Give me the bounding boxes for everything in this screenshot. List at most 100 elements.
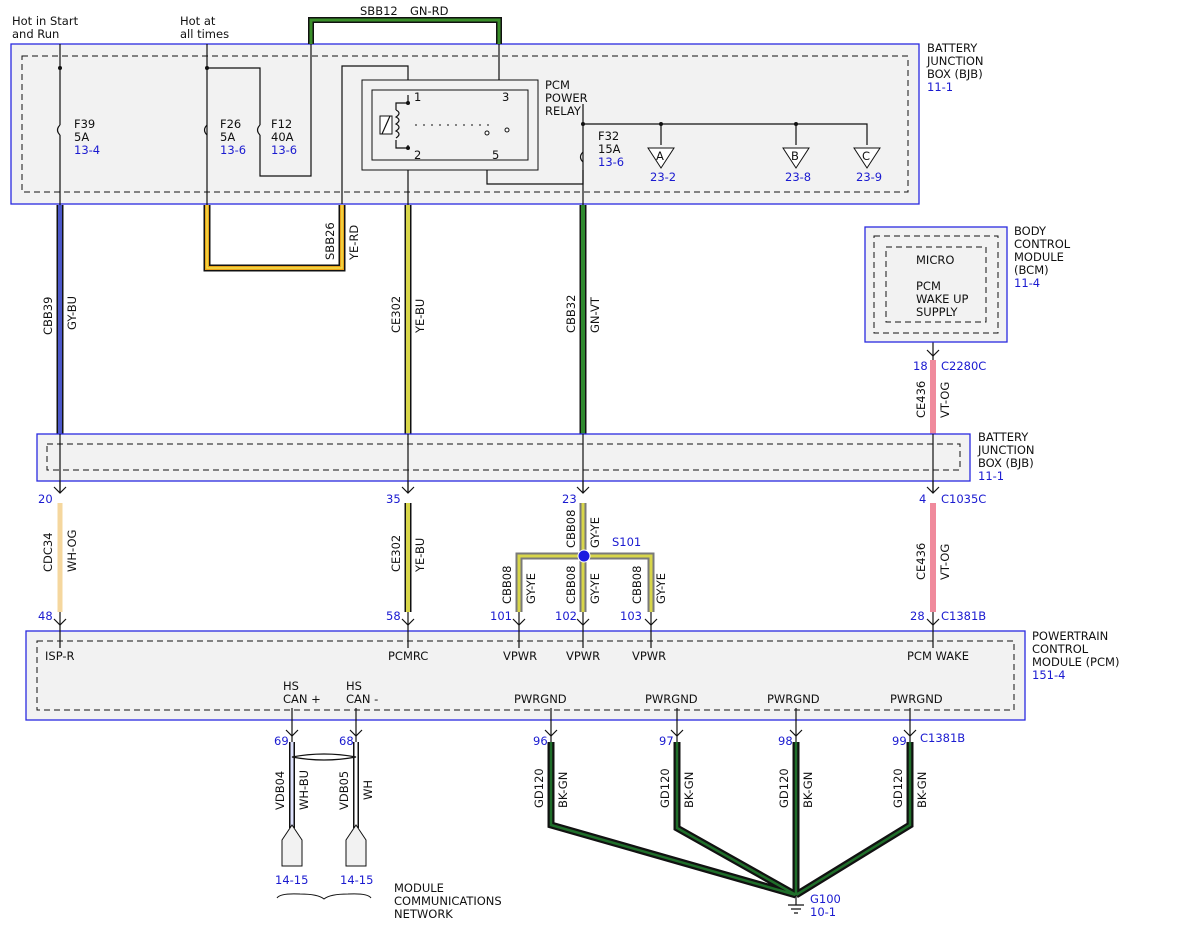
fuse-f12-id: F12 [271,117,292,131]
bcm-supply: SUPPLY [916,305,958,319]
gd120-3-circuit: GD120 [777,768,791,808]
wire-can-pair [289,742,359,828]
pcm-label-pwrgnd-4: PWRGND [890,692,943,706]
fuse-f39-amps: 5A [74,130,89,144]
bcm-pin-arrow-icon [926,349,940,357]
fuse-f12-ref: 13-6 [271,143,297,157]
network-label-2: COMMUNICATIONS [394,894,502,908]
bjb-mid-name-1: BATTERY [978,430,1029,444]
cbb08-left-color: GY-YE [524,573,538,604]
bjb-mid-pin-23: 23 [562,492,577,506]
pcm-label-can-plus: CAN + [283,692,321,706]
fuse-f39-icon [56,124,61,136]
connector-c-icon [853,147,881,169]
can-plus-terminal-icon [281,824,303,867]
bjb-top-name-3: BOX (BJB) [927,67,983,81]
pcm-label-can-minus: CAN - [346,692,378,706]
splice-s101-label: S101 [612,535,641,549]
pcm-pin-99: 99 [892,734,907,748]
pcm-label-vpwr-3: VPWR [632,649,666,663]
sbb12-color: GN-RD [410,4,449,18]
ground-id: G100 [810,892,841,906]
cbb08-top-circuit: CBB08 [564,510,578,548]
bjb-mid-name-2: JUNCTION [977,443,1035,457]
bjb-top-name-2: JUNCTION [926,54,984,68]
hot-start-run-line2: and Run [12,27,59,41]
network-brace-icon [276,893,372,900]
pcm-label-vpwr-2: VPWR [566,649,600,663]
pcm-name-1: POWERTRAIN [1032,629,1108,643]
bcm-ref: 11-4 [1014,276,1040,290]
pcm-ref: 151-4 [1032,668,1065,682]
fuse-f39-ref: 13-4 [74,143,100,157]
relay-pin-2: 2 [414,148,421,162]
ce302-upper-color: YE-BU [413,299,427,334]
gd120-2-circuit: GD120 [658,768,672,808]
pcm-pin-98: 98 [778,734,793,748]
bjb-mid-connector: C1035C [941,492,986,506]
connector-b-letter: B [791,149,799,163]
cbb39-color: GY-BU [65,296,79,330]
bcm-micro: MICRO [916,253,954,267]
hot-all-times-line1: Hot at [180,14,216,28]
cbb39-circuit: CBB39 [41,297,55,335]
connector-c-letter: C [862,149,870,163]
pcm-label-vpwr-1: VPWR [503,649,537,663]
pcm-top-pin-arrows-icon [53,618,940,626]
bjb-top-name-1: BATTERY [927,41,978,55]
cbb32-color: GN-VT [588,296,602,333]
connector-c-ref: 23-9 [856,170,882,184]
fuse-f12-amps: 40A [271,130,294,144]
cdc34-color: WH-OG [65,530,79,572]
vdb04-color: WH-BU [297,770,311,810]
ce436-lower-color: VT-OG [938,544,952,580]
pcm-pin-96: 96 [533,734,548,748]
wire-sbb26 [203,205,346,272]
cbb08-top-color: GY-YE [588,517,602,548]
gd120-1-circuit: GD120 [532,768,546,808]
fuse-f32-amps: 15A [598,142,621,156]
pcm-box [25,630,1026,721]
cbb08-mid-circuit: CBB08 [564,566,578,604]
cdc34-circuit: CDC34 [41,532,55,572]
bjb-mid-pin-20: 20 [38,492,53,506]
pcm-label-hs-1: HS [283,679,299,693]
bcm-name-3: MODULE [1014,250,1064,264]
bjb-top-ref: 11-1 [927,80,953,94]
fuse-f32-icon [579,151,584,163]
pcm-pin-68: 68 [339,734,354,748]
relay-pin-3: 3 [502,90,509,104]
connector-a-letter: A [656,149,664,163]
pcm-name-2: CONTROL [1032,642,1089,656]
ce436-upper-color: VT-OG [938,382,952,418]
pcm-label-pcmrc: PCMRC [388,649,428,663]
vdb04-ref: 14-15 [275,873,308,887]
bcm-name-1: BODY [1014,224,1047,238]
vdb05-ref: 14-15 [340,873,373,887]
relay-name-1: PCM [545,78,570,92]
gd120-4-color: BK-GN [915,772,929,808]
can-minus-terminal-icon [345,824,367,867]
twisted-pair-icon [291,753,357,761]
pcm-pin-69: 69 [274,734,289,748]
cbb08-right-circuit: CBB08 [630,566,644,604]
bcm-name-2: CONTROL [1014,237,1071,251]
fuse-f26-ref: 13-6 [220,143,246,157]
bcm-pcm: PCM [916,279,941,293]
pcm-name-3: MODULE (PCM) [1032,655,1119,669]
bjb-mid-inner [46,443,961,471]
bjb-mid-name-3: BOX (BJB) [978,456,1034,470]
hot-all-times-line2: all times [180,27,229,41]
bcm-inner-2 [885,246,987,323]
relay-name-2: POWER [545,91,588,105]
pcm-pin-97: 97 [659,734,674,748]
bcm-box [864,226,1008,343]
relay-pin-1: 1 [414,90,421,104]
bjb-mid-pin-35: 35 [386,492,401,506]
vdb05-circuit: VDB05 [337,771,351,810]
sbb26-color: YE-RD [347,225,361,261]
bcm-wake-up: WAKE UP [916,292,968,306]
gd120-1-color: BK-GN [556,772,570,808]
network-label-1: MODULE [394,881,444,895]
ce436-lower-circuit: CE436 [914,543,928,580]
